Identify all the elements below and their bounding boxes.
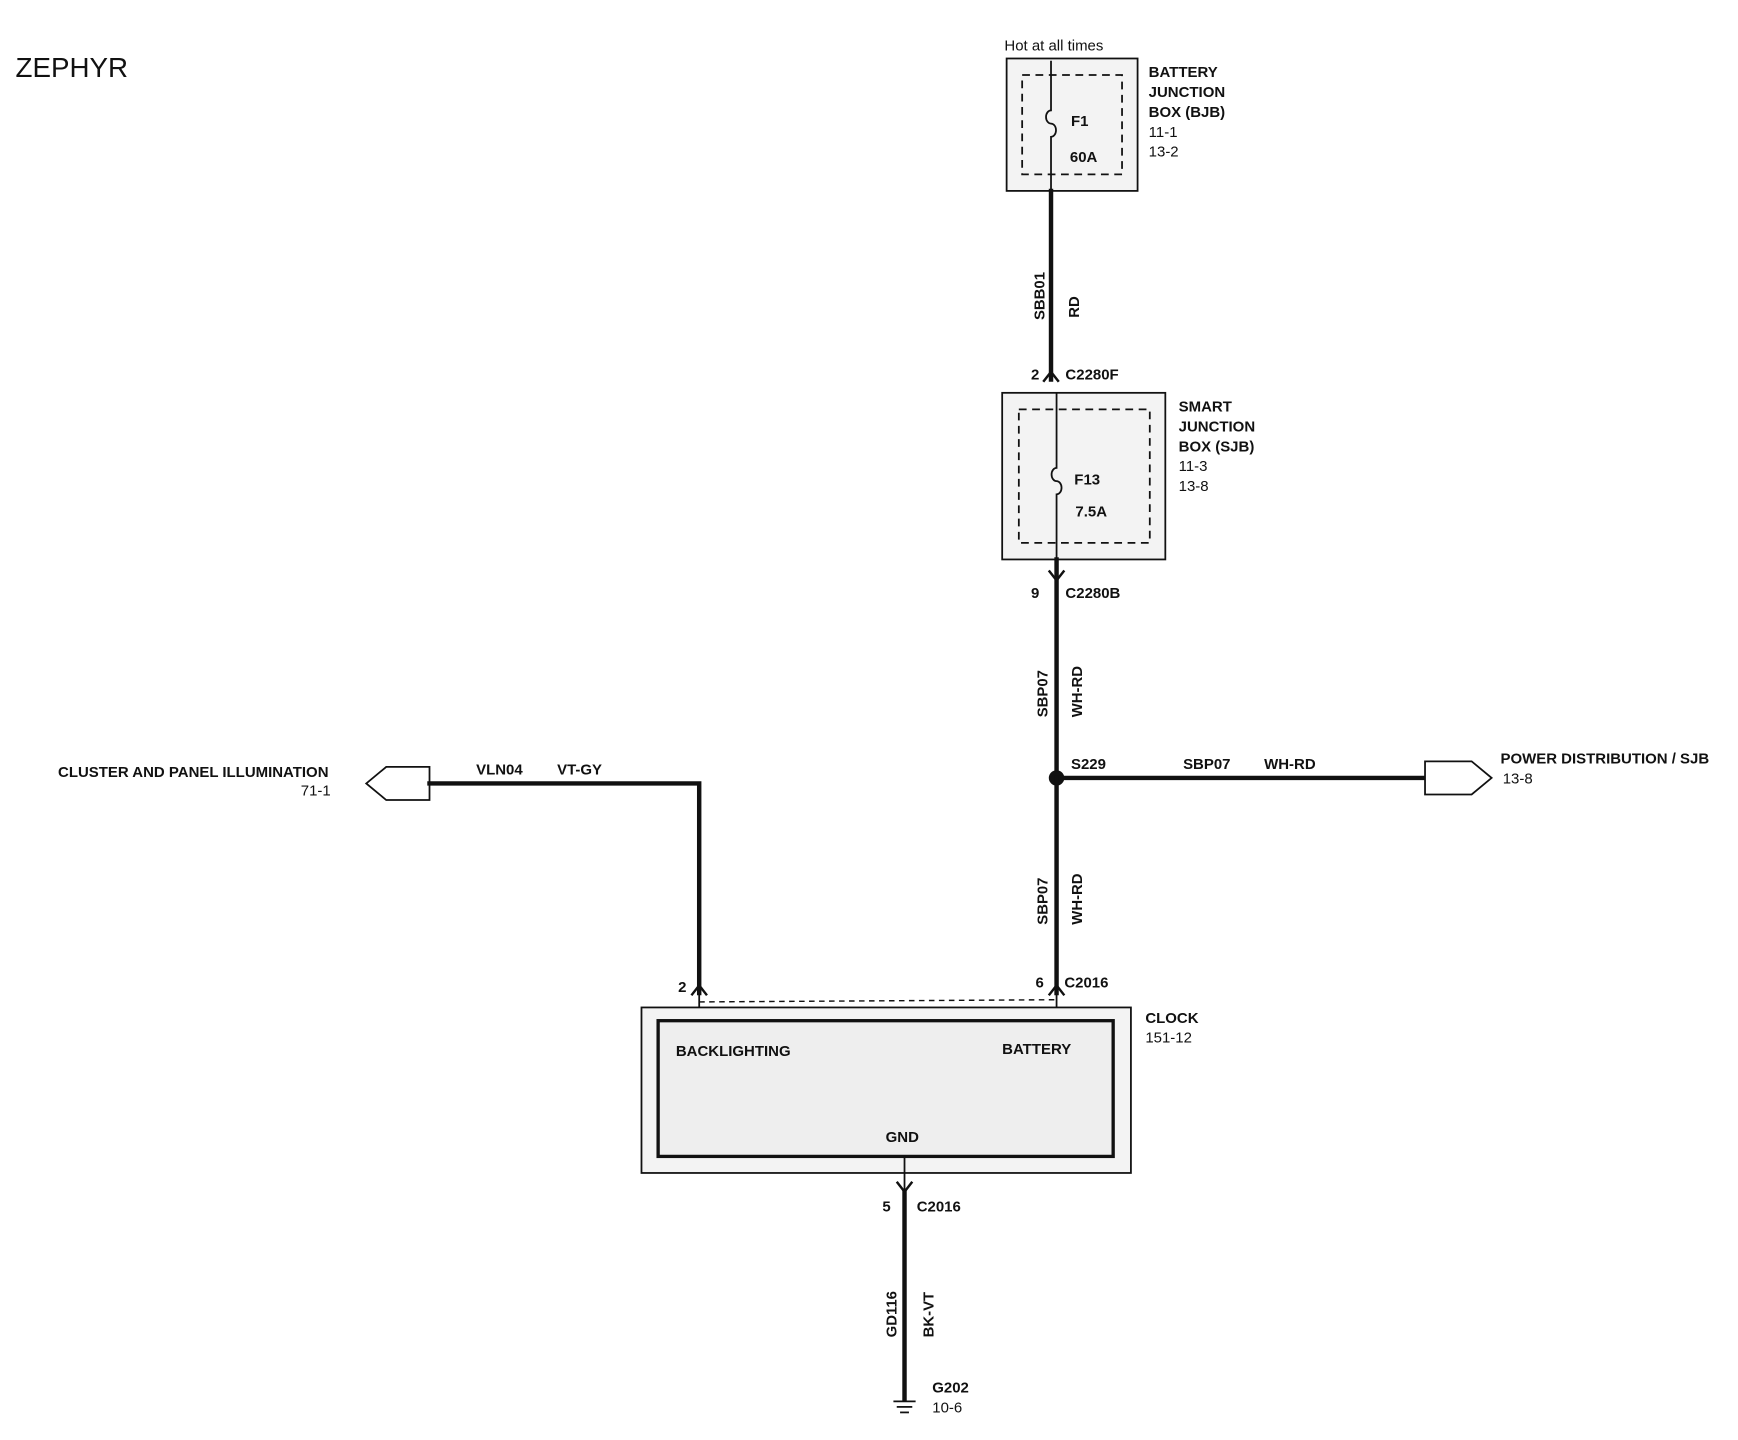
fuse-f1-symbol xyxy=(1045,60,1057,191)
wire-sbp07-upper-color: WH-RD xyxy=(1069,666,1086,717)
connector-c2016-pin5: 5 xyxy=(882,1199,890,1216)
connector-c2280f-arrow xyxy=(1042,369,1060,383)
fuse-f13-name: F13 xyxy=(1074,471,1100,488)
wire-sbp07-lower: SBP07 WH-RD xyxy=(1035,775,1086,996)
wire-vln04-color: VT-GY xyxy=(557,762,602,779)
wire-sbp07-lower-color: WH-RD xyxy=(1069,873,1086,924)
cluster-illumination-arrow-icon xyxy=(364,766,431,801)
cluster-illumination-ref: 71-1 xyxy=(301,783,331,800)
diagram-title: ZEPHYR xyxy=(16,52,129,83)
fuse-f13-symbol xyxy=(1050,392,1063,560)
clock-connector-shell xyxy=(699,999,1057,1003)
bjb-label-line-5: 13-2 xyxy=(1149,144,1179,161)
wire-sbb01-circuit: SBB01 xyxy=(1031,272,1048,320)
wire-sbb01: SBB01 RD xyxy=(1031,188,1083,382)
bjb-outline xyxy=(1005,57,1139,192)
wire-sbp07-upper: SBP07 WH-RD xyxy=(1035,557,1086,781)
wire-sbp07-right: SBP07 WH-RD xyxy=(1054,756,1427,781)
power-distribution-ref: 13-8 xyxy=(1503,770,1533,787)
bjb-power-note: Hot at all times xyxy=(1004,38,1103,55)
clock-battery-label: BATTERY xyxy=(1002,1041,1071,1058)
wire-vln04-circuit: VLN04 xyxy=(476,762,523,779)
cluster-illumination-label: CLUSTER AND PANEL ILLUMINATION xyxy=(58,764,328,781)
clock-backlighting-label: BACKLIGHTING xyxy=(676,1043,791,1060)
splice-s229-name: S229 xyxy=(1071,756,1106,773)
wire-gd116-color: BK-VT xyxy=(920,1292,937,1337)
wire-sbp07-upper-circuit: SBP07 xyxy=(1035,670,1052,717)
battery-junction-box: Hot at all times F1 60A BATTERY JUNCTION… xyxy=(1004,38,1226,192)
ground-g202-ref: 10-6 xyxy=(932,1399,962,1416)
connector-c2280f-pin: 2 xyxy=(1031,367,1039,384)
connector-c2016-top-name: C2016 xyxy=(1064,975,1108,992)
connector-c2016-pin6: 6 xyxy=(1035,975,1043,992)
wire-vln04-line xyxy=(427,781,702,996)
sjb-label-line-2: JUNCTION xyxy=(1179,418,1256,435)
bjb-label-line-1: BATTERY xyxy=(1149,64,1218,81)
sjb-label-line-5: 13-8 xyxy=(1179,478,1209,495)
wire-gd116-circuit: GD116 xyxy=(884,1291,901,1337)
bjb-internal-boundary xyxy=(1021,74,1123,176)
sjb-label-line-4: 11-3 xyxy=(1179,458,1208,475)
connector-c2016-pin2-arrow xyxy=(690,983,708,997)
clock-inner-outline xyxy=(656,1019,1115,1159)
sjb-label-line-1: SMART xyxy=(1179,399,1232,416)
wire-gd116: GD116 BK-VT xyxy=(884,1189,937,1402)
connector-c2016-pin2: 2 xyxy=(678,979,686,996)
clock-module: BACKLIGHTING BATTERY GND CLOCK 151-12 xyxy=(640,993,1199,1174)
sjb-label-line-3: BOX (SJB) xyxy=(1179,438,1255,455)
power-distribution-reference: POWER DISTRIBUTION / SJB 13-8 xyxy=(1424,751,1709,796)
connector-c2280f: 2 C2280F xyxy=(1031,367,1119,384)
bjb-label-line-4: 11-1 xyxy=(1149,124,1178,141)
wire-sbb01-color: RD xyxy=(1066,296,1083,318)
sjb-outline xyxy=(1001,391,1167,561)
ground-g202: G202 10-6 xyxy=(893,1380,969,1416)
wire-sbp07-right-color: WH-RD xyxy=(1264,756,1316,773)
wire-vln04: VLN04 VT-GY xyxy=(427,762,702,996)
wire-sbp07-right-circuit: SBP07 xyxy=(1183,756,1230,773)
smart-junction-box: F13 7.5A SMART JUNCTION BOX (SJB) 11-3 1… xyxy=(1001,391,1256,561)
clock-label: CLOCK xyxy=(1145,1010,1198,1027)
fuse-f1-rating: 60A xyxy=(1070,149,1098,166)
connector-c2016-top: 2 6 C2016 xyxy=(678,975,1108,997)
clock-ref: 151-12 xyxy=(1145,1030,1192,1047)
power-distribution-arrow-icon xyxy=(1424,760,1494,796)
connector-c2280b-name: C2280B xyxy=(1065,585,1120,602)
fuse-f13-rating: 7.5A xyxy=(1075,503,1107,520)
ground-symbol-icon xyxy=(893,1400,916,1414)
connector-c2280b: 9 C2280B xyxy=(1031,569,1121,602)
fuse-f1-name: F1 xyxy=(1071,113,1088,130)
cluster-illumination-reference: CLUSTER AND PANEL ILLUMINATION 71-1 xyxy=(58,764,431,801)
bjb-label-line-2: JUNCTION xyxy=(1149,84,1226,101)
connector-c2280f-name: C2280F xyxy=(1065,367,1118,384)
bjb-label-line-3: BOX (BJB) xyxy=(1149,104,1226,121)
power-distribution-label: POWER DISTRIBUTION / SJB xyxy=(1500,751,1709,768)
ground-g202-name: G202 xyxy=(932,1380,969,1397)
wire-sbp07-lower-circuit: SBP07 xyxy=(1035,878,1052,925)
clock-gnd-label: GND xyxy=(886,1129,919,1146)
connector-c2016-bottom-name: C2016 xyxy=(917,1199,961,1216)
connector-c2280b-pin: 9 xyxy=(1031,585,1039,602)
connector-c2016-pin6-arrow xyxy=(1047,983,1066,997)
connector-c2016-bottom: 5 C2016 xyxy=(882,1156,961,1216)
